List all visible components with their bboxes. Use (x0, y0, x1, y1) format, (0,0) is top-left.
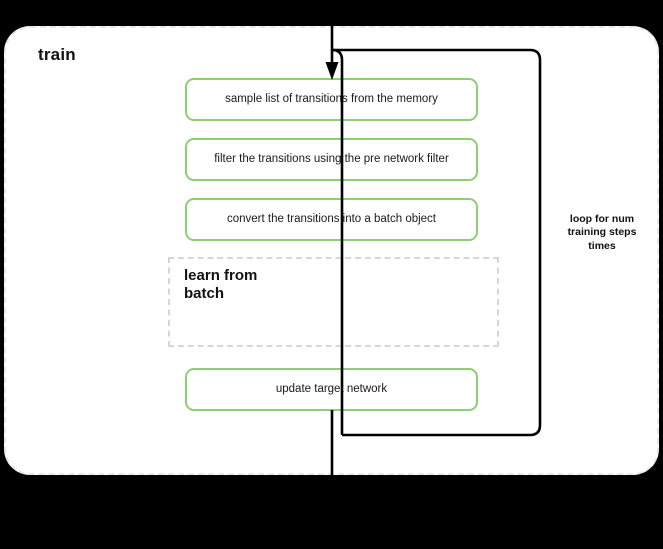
process-box-convert-to-batch[interactable]: convert the transitions into a batch obj… (185, 198, 478, 241)
scope-title-train: train (38, 45, 76, 64)
process-box-label: convert the transitions into a batch obj… (226, 212, 437, 225)
process-box-sample-transitions[interactable]: sample list of transitions from the memo… (185, 78, 478, 121)
learn-from-batch-subscope: learn from batch (168, 257, 499, 347)
process-box-update-target-network[interactable]: update target network (185, 368, 478, 411)
subscope-title-line2: batch (184, 285, 225, 303)
subscope-title-line1: learn from (184, 267, 258, 284)
loop-label-line1: loop for num (569, 213, 635, 225)
process-box-label: update target network (275, 382, 388, 395)
process-box-label: filter the transitions using the pre net… (214, 152, 449, 165)
loop-label-line2: training steps (567, 226, 637, 239)
process-box-filter-transitions[interactable]: filter the transitions using the pre net… (185, 138, 478, 181)
subscope-title: learn from batch (184, 267, 324, 304)
process-box-label: sample list of transitions from the memo… (225, 92, 438, 105)
loop-annotation-label: loop for num training steps times (547, 213, 657, 253)
loop-label-line3: times (588, 239, 616, 252)
